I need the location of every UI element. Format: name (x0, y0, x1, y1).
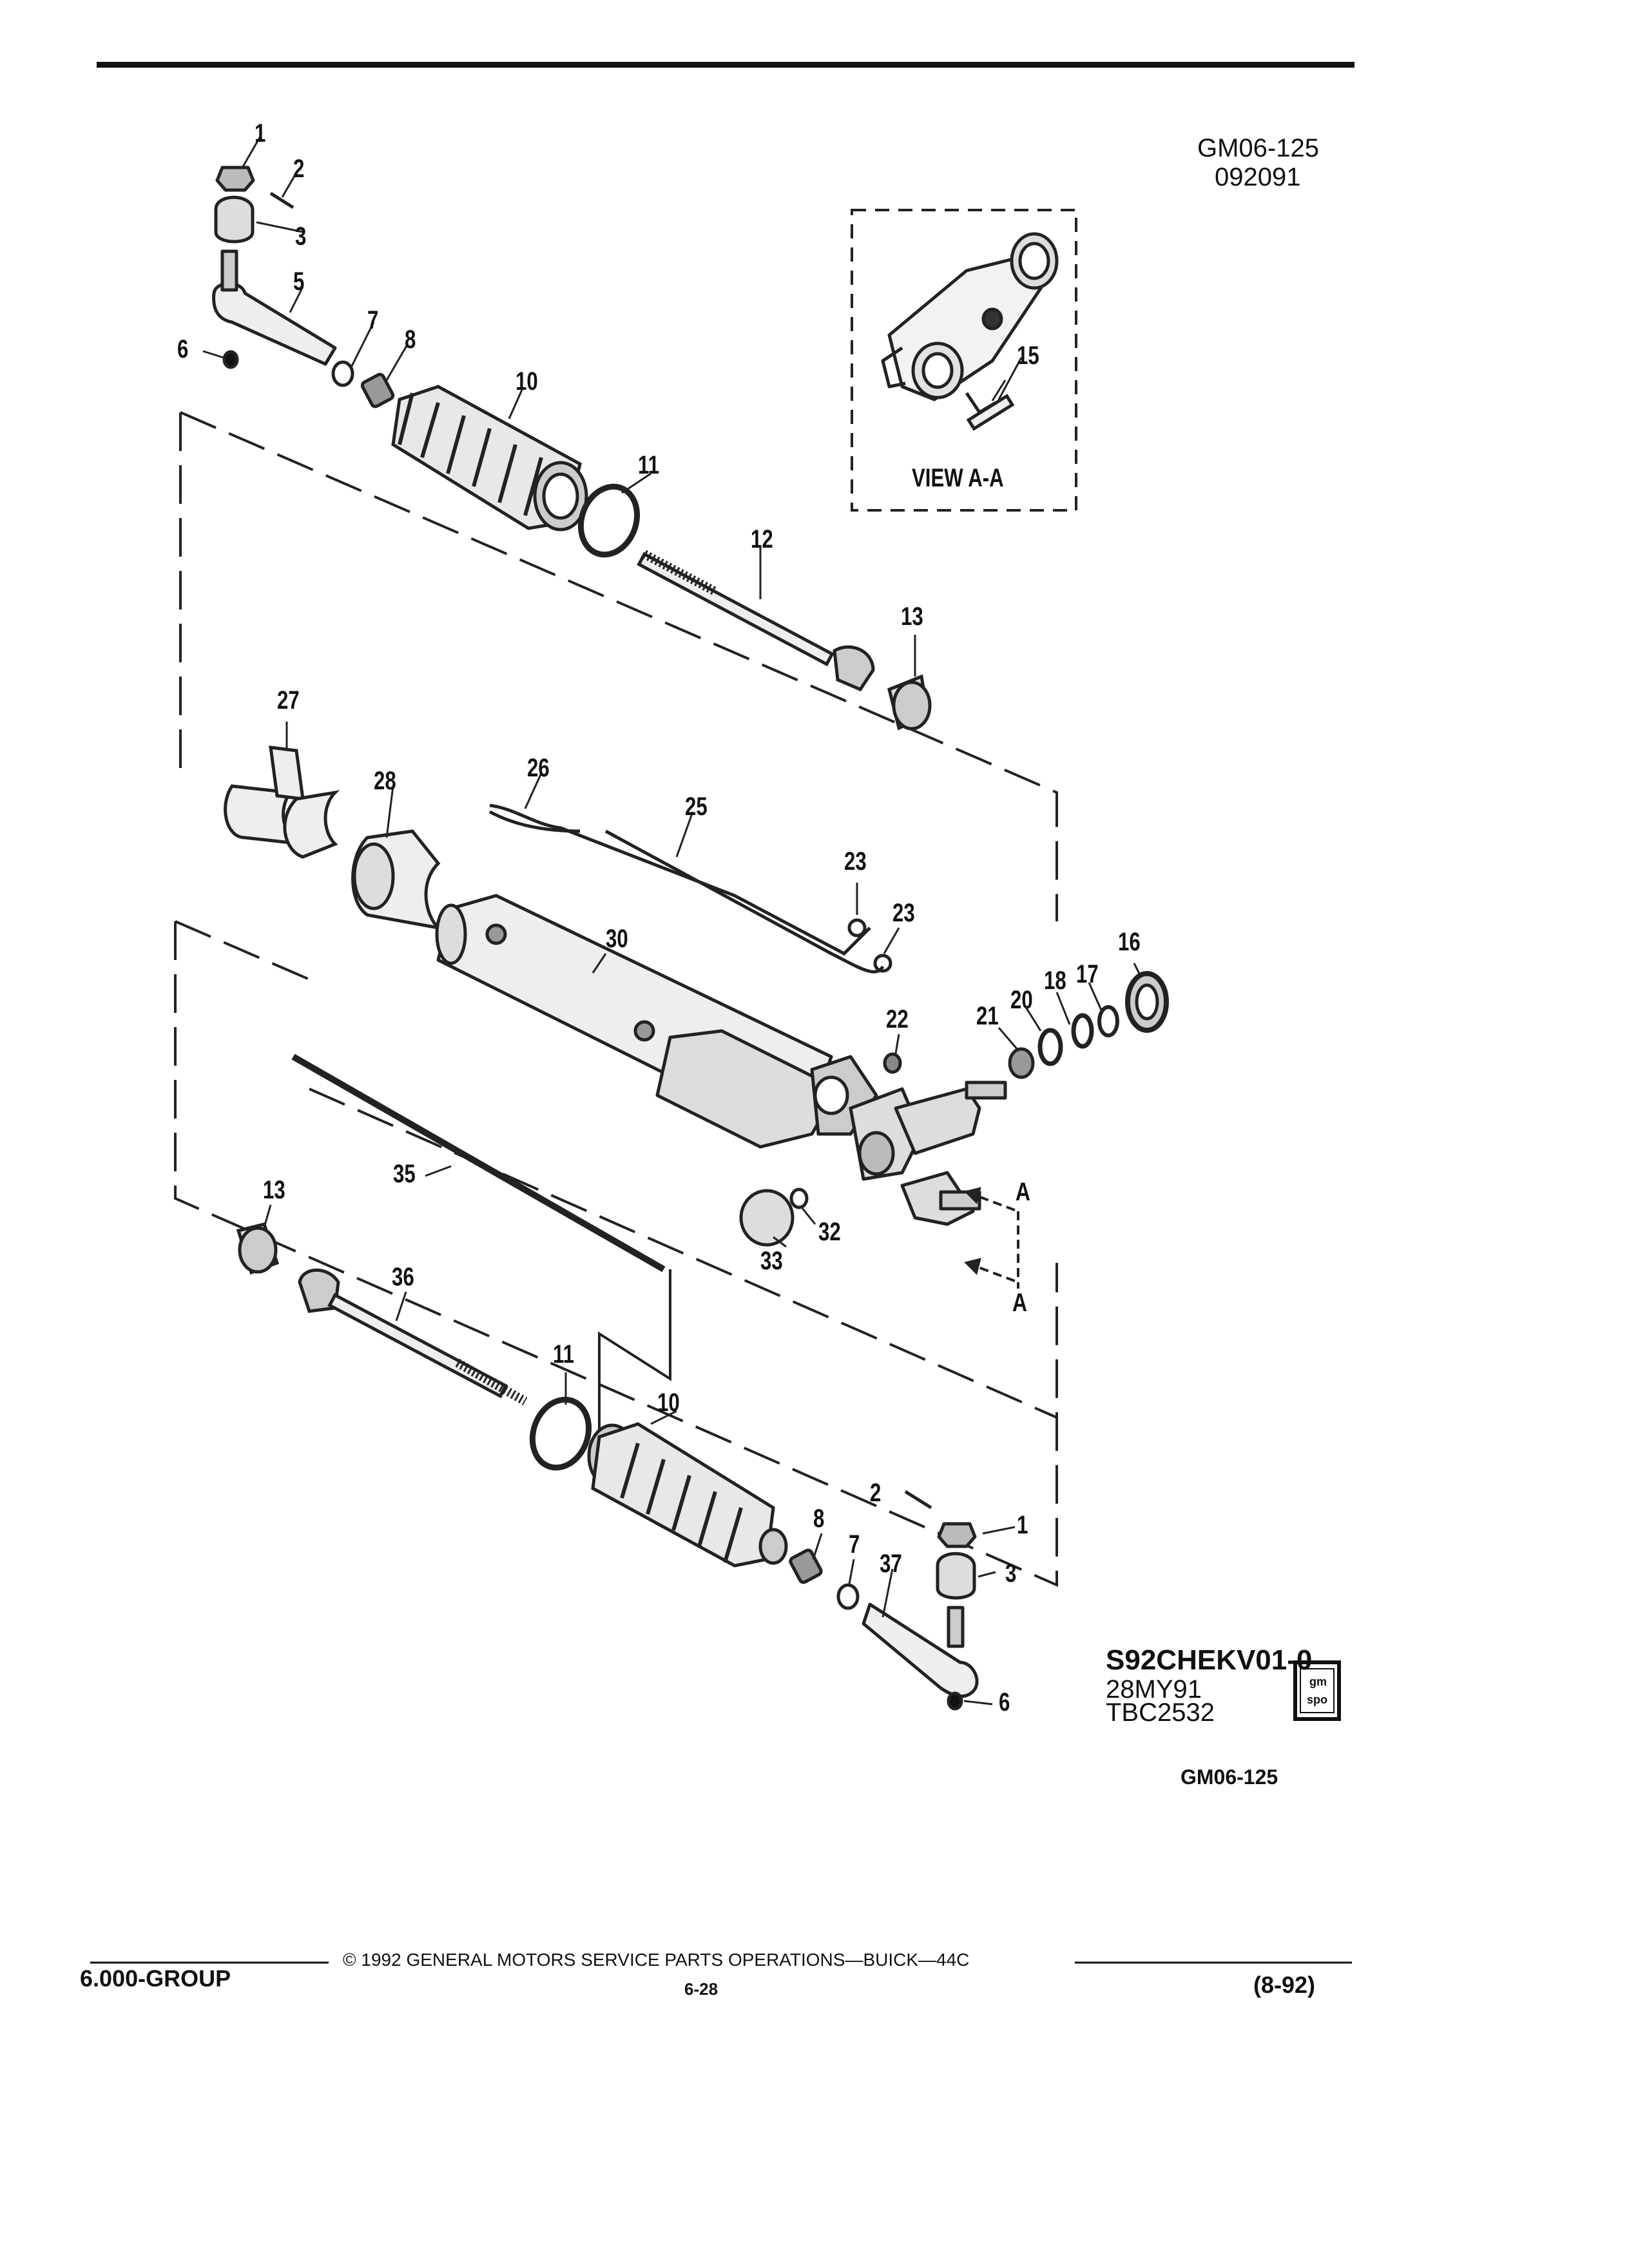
housing-outline (309, 1088, 1057, 1419)
callout-21: 21 (976, 1002, 999, 1030)
footer-page: 6-28 (684, 1979, 718, 1999)
callout-7: 7 (367, 306, 379, 334)
part-2-cotter-pin (269, 191, 294, 209)
view-label: VIEW A-A (912, 464, 1004, 492)
lower-inner-tie-rod (298, 1268, 528, 1406)
callout-25: 25 (685, 793, 708, 821)
callout-1: 1 (255, 119, 266, 148)
callout-37: 37 (880, 1550, 902, 1578)
lower-bushing (236, 1222, 280, 1275)
section-arrows (964, 1187, 1019, 1289)
mount-bracket-28 (351, 829, 443, 930)
callout-8: 8 (405, 325, 416, 354)
callout-20: 20 (1010, 986, 1033, 1014)
callout-32: 32 (818, 1218, 841, 1246)
gm-spo-logo (1293, 1660, 1341, 1721)
seal-stack (883, 971, 1169, 1079)
callout-12: 12 (751, 525, 773, 553)
callout-6: 6 (999, 1688, 1010, 1716)
rack-housing (435, 894, 1007, 1226)
part-2-cotter-pin-lower (904, 1490, 932, 1510)
callout-30: 30 (606, 925, 628, 953)
callout-17: 17 (1076, 960, 1099, 988)
header-date: 092091 (1215, 163, 1301, 191)
section-marker-upper: A (1015, 1178, 1031, 1206)
catalog-code: S92CHEKV01-0 (1106, 1644, 1313, 1676)
callout-23: 23 (892, 899, 915, 927)
callout-15: 15 (1017, 341, 1039, 370)
callout-2: 2 (293, 155, 305, 183)
upper-boot (391, 385, 588, 532)
callout-11: 11 (553, 1340, 574, 1369)
callout-2: 2 (870, 1479, 882, 1507)
view-a-a-box (851, 209, 1077, 512)
header-code: GM06-125 (1197, 134, 1319, 162)
lower-clamp (529, 1396, 592, 1471)
callout-10: 10 (516, 367, 538, 396)
logo-text-spo: spo (1307, 1693, 1328, 1706)
lower-assembly-outline (174, 920, 1058, 1588)
part-35-leader (598, 1269, 671, 1443)
callout-1: 1 (1017, 1511, 1028, 1539)
section-marker-lower: A (1012, 1289, 1028, 1317)
logo-text-gm: gm (1309, 1675, 1327, 1688)
lower-boot (587, 1422, 788, 1568)
valve-housing-view (881, 232, 1059, 414)
callout-5: 5 (293, 267, 305, 296)
callout-27: 27 (277, 686, 300, 715)
callout-28: 28 (374, 767, 396, 795)
callout-18: 18 (1044, 966, 1066, 995)
part-15-pin (966, 380, 1015, 431)
upper-outer-tie-rod-end (212, 166, 395, 408)
callout-16: 16 (1118, 928, 1141, 956)
upper-bushing (887, 674, 932, 731)
mount-bracket-27 (224, 745, 340, 859)
footer-rev: (8-92) (1253, 1972, 1316, 1998)
callout-23: 23 (844, 847, 867, 876)
bushing-32-33 (739, 1187, 809, 1247)
callout-22: 22 (886, 1005, 909, 1033)
callout-6: 6 (177, 335, 189, 363)
callout-26: 26 (527, 754, 550, 782)
callout-35: 35 (393, 1160, 416, 1188)
callout-36: 36 (392, 1263, 414, 1291)
callout-3: 3 (295, 222, 307, 251)
top-rule (97, 62, 1354, 68)
leader-lines (202, 135, 1142, 1706)
catalog-ref: TBC2532 (1106, 1698, 1215, 1727)
callout-3: 3 (1005, 1559, 1017, 1588)
callout-11: 11 (638, 451, 659, 479)
callout-10: 10 (657, 1389, 680, 1417)
catalog-date: 28MY91 (1106, 1675, 1202, 1704)
callout-8: 8 (813, 1504, 825, 1533)
footer-copyright: © 1992 GENERAL MOTORS SERVICE PARTS OPER… (343, 1950, 970, 1970)
upper-inner-tie-rod (637, 550, 875, 692)
hydraulic-lines (488, 803, 892, 974)
callout-7: 7 (849, 1530, 860, 1559)
figure-code: GM06-125 (1181, 1765, 1278, 1789)
upper-clamp (577, 483, 641, 558)
callout-33: 33 (760, 1247, 783, 1275)
callout-13: 13 (901, 602, 923, 631)
part-35-rod (291, 1053, 666, 1273)
upper-assembly-outline (179, 411, 1058, 921)
footer-group: 6.000-GROUP (80, 1965, 231, 1992)
callout-13: 13 (263, 1176, 285, 1204)
